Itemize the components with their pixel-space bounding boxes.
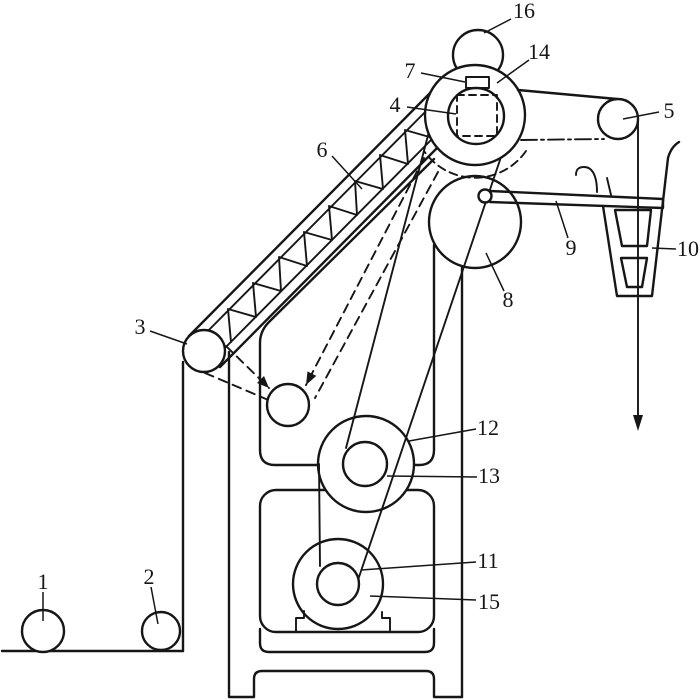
lap-roller-group	[291, 123, 502, 632]
leader-line-12	[408, 428, 477, 442]
part-label-13: 13	[478, 463, 500, 488]
lap-spindle-dashed-square	[456, 94, 498, 137]
leader-line-3	[149, 330, 188, 345]
leader-line-14	[496, 59, 530, 84]
roller-11-hub	[315, 561, 361, 607]
belt-run-upper-left	[345, 123, 432, 449]
frame-upper-housing	[258, 157, 436, 467]
conveyor-edge-top-outer	[187, 85, 438, 338]
part-label-10: 10	[677, 236, 699, 261]
frame-cross-member	[258, 627, 436, 654]
conveyor-edge-bottom-outer	[218, 141, 444, 369]
leader-line-6	[331, 155, 363, 190]
frame-left-leg-and-feet	[227, 350, 464, 699]
leader-line-9	[555, 200, 569, 239]
dashed-swing-arc	[423, 150, 527, 179]
leader-line-13	[386, 475, 478, 478]
container-outer-wall	[601, 140, 681, 298]
roller-5	[596, 97, 640, 141]
conveyor-spike-lattice	[227, 129, 434, 343]
down-arrowhead	[633, 415, 643, 431]
leader-line-4	[406, 106, 457, 115]
roller-2	[140, 610, 182, 652]
dashed-path-from-drum-a	[305, 157, 425, 386]
main-drum	[423, 63, 527, 167]
part-label-8: 8	[503, 287, 514, 312]
guide-hook-left	[575, 166, 598, 193]
main-drum-group	[423, 28, 527, 179]
part-label-16: 16	[513, 0, 535, 23]
part-label-2: 2	[144, 564, 155, 589]
leader-line-15	[369, 595, 477, 601]
dashed-path-from-drum-b	[314, 171, 439, 399]
leader-line-11	[360, 561, 477, 571]
leader-line-7	[420, 72, 466, 83]
belt-centerline	[520, 138, 605, 141]
leader-line-8	[485, 252, 505, 292]
container-group	[575, 140, 681, 298]
part-label-3: 3	[135, 314, 146, 339]
part-label-11: 11	[477, 548, 498, 573]
bearing-pedestal-right	[381, 611, 391, 632]
conveyor-edge-bottom-inner	[212, 130, 441, 361]
roller-13-hub	[341, 440, 389, 488]
roller-3	[181, 328, 227, 374]
leader-line-5	[622, 111, 660, 120]
part-label-6: 6	[317, 137, 328, 162]
rod-pivot	[477, 188, 493, 204]
swing-rod-group	[477, 188, 665, 210]
clamp-block-7	[465, 76, 490, 89]
inclined-lattice-conveyor	[187, 85, 444, 369]
dashed-path-from-roller3-b	[204, 372, 267, 400]
leader-line-10	[651, 247, 677, 250]
belt-run-upper-right	[357, 156, 502, 581]
leader-line-2	[150, 586, 159, 625]
guide-roller	[265, 382, 311, 428]
bearing-pedestal-left	[295, 610, 305, 632]
container-inner-lower	[619, 256, 649, 289]
part-label-4: 4	[390, 92, 401, 117]
part-label-5: 5	[664, 98, 675, 123]
conveyor-edge-top-inner	[195, 98, 439, 344]
leader-line-16	[483, 18, 512, 34]
belt-run-left-vertical	[318, 463, 321, 567]
drum-8	[427, 174, 523, 270]
feed-web	[0, 360, 185, 654]
arrowhead-to-guide-roller-left	[257, 376, 269, 388]
delivery-belt-group	[516, 88, 643, 431]
arrowhead-to-guide-roller-right	[306, 371, 317, 385]
belt-to-roller5	[516, 88, 619, 101]
part-label-7: 7	[405, 58, 416, 83]
container-inner-upper	[613, 208, 653, 248]
guide-finger	[606, 177, 612, 196]
part-label-9: 9	[566, 235, 577, 260]
part-label-15: 15	[478, 589, 500, 614]
dashed-web-paths	[204, 157, 439, 400]
part-label-12: 12	[477, 415, 499, 440]
part-label-1: 1	[38, 569, 49, 594]
part-label-14: 14	[528, 39, 550, 64]
